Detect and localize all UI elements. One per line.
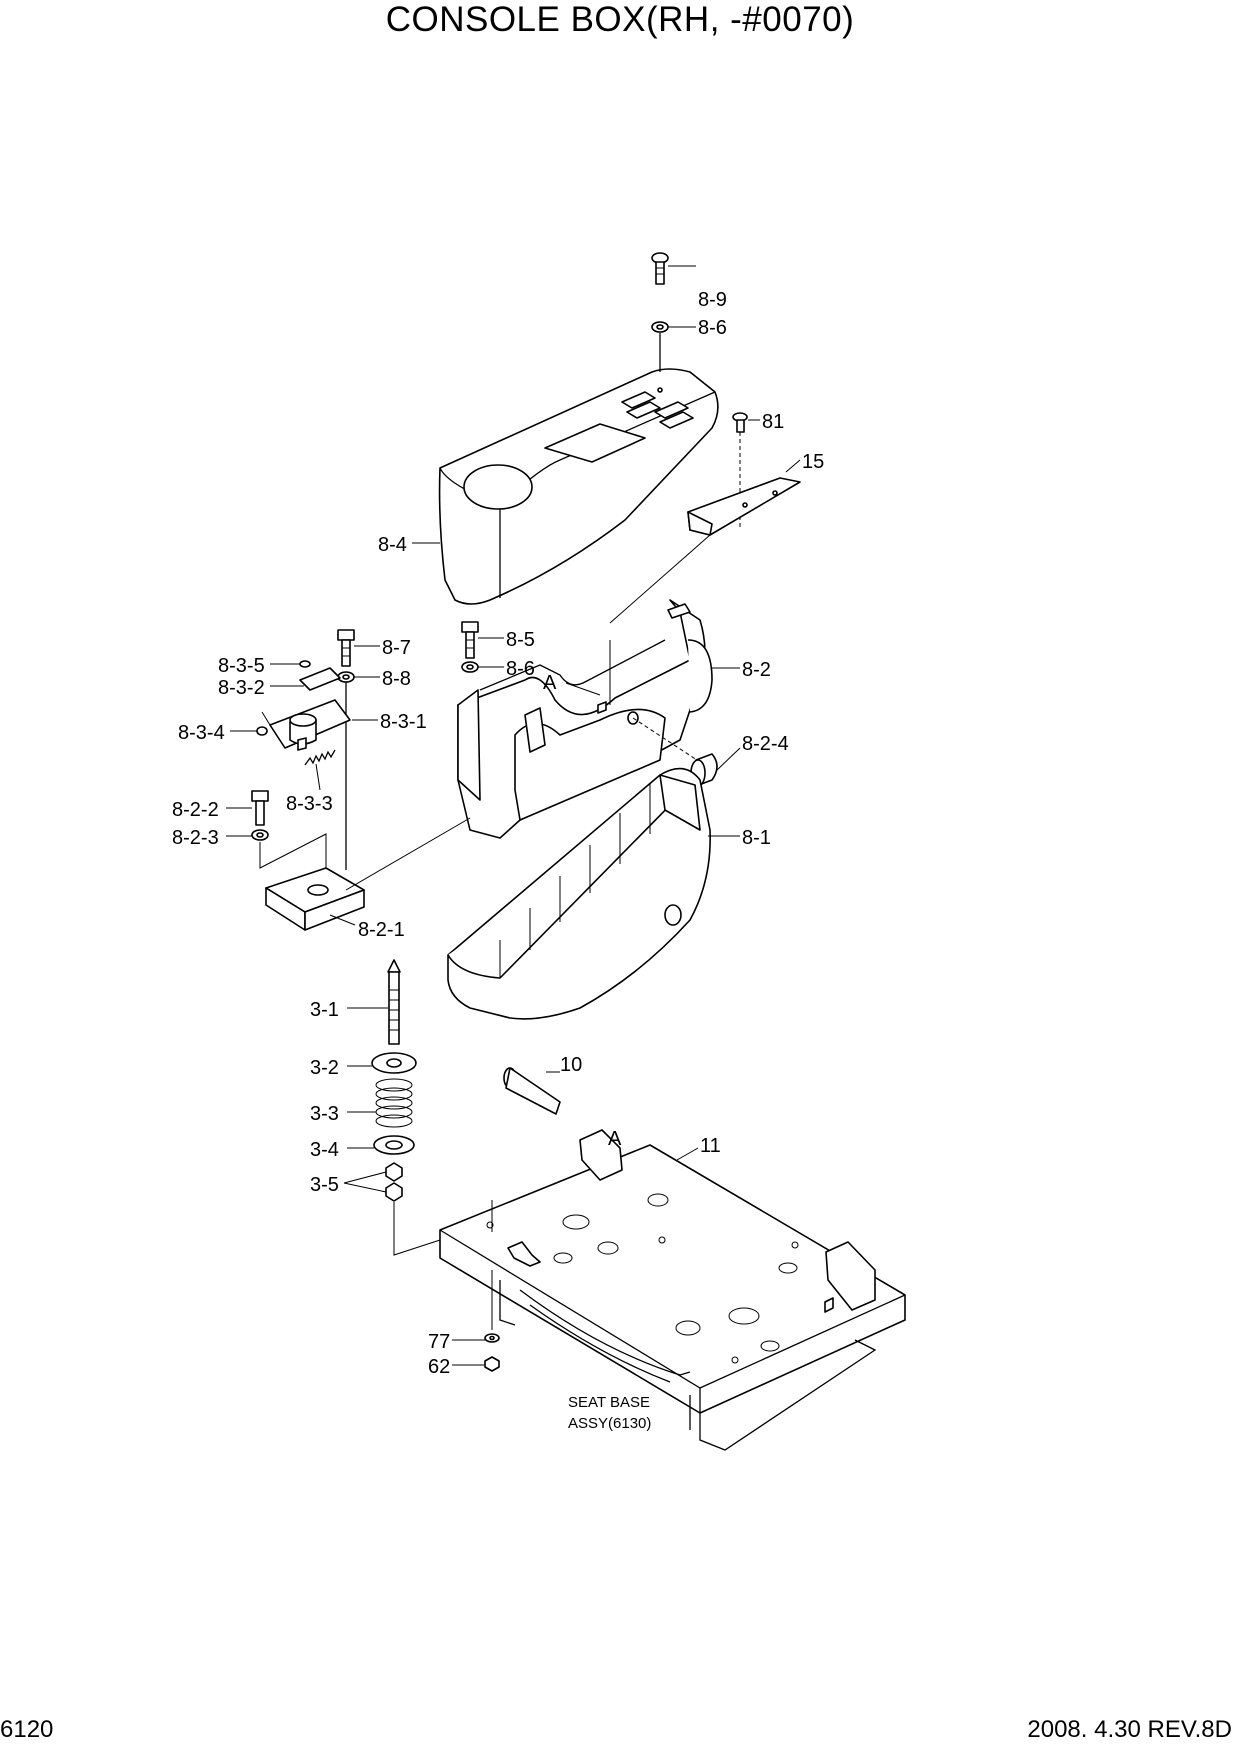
washer-77 — [484, 1333, 500, 1343]
spring-8-3-3 — [304, 749, 336, 766]
label-15: 15 — [802, 451, 824, 473]
plate-8-3-1 — [261, 699, 351, 751]
washer-3-2 — [371, 1052, 417, 1074]
label-8-9: 8-9 — [698, 289, 727, 311]
washer-8-6-mid — [461, 661, 479, 673]
pin-10 — [503, 1067, 561, 1115]
bolt-8-5 — [461, 621, 479, 659]
seat-base-note-line1: SEAT BASE — [568, 1394, 650, 1411]
label-77: 77 — [428, 1331, 450, 1353]
label-8-2-3: 8-2-3 — [172, 827, 219, 849]
label-8-2-1: 8-2-1 — [358, 919, 405, 941]
label-62: 62 — [428, 1356, 450, 1378]
plate-8-3-2 — [299, 667, 341, 691]
spring-3-3 — [375, 1078, 413, 1128]
nut-3-5-upper — [385, 1162, 403, 1182]
label-8-3-3: 8-3-3 — [286, 793, 333, 815]
console-lower-box-8-1 — [447, 767, 711, 1020]
label-8-3-5: 8-3-5 — [218, 655, 265, 677]
seat-base-note-line2: ASSY(6130) — [568, 1415, 651, 1432]
label-8-6-mid: 8-6 — [506, 658, 535, 680]
page-title: CONSOLE BOX(RH, -#0070) — [385, 0, 855, 39]
label-8-5: 8-5 — [506, 629, 535, 651]
bolt-3-1 — [387, 959, 401, 1045]
label-3-4: 3-4 — [310, 1139, 339, 1161]
nut-3-5-lower — [385, 1182, 403, 1202]
label-8-3-4: 8-3-4 — [178, 722, 225, 744]
label-8-1: 8-1 — [742, 827, 771, 849]
console-top-cover — [438, 368, 719, 605]
washer-8-2-3 — [251, 829, 269, 841]
label-8-8: 8-8 — [382, 668, 411, 690]
label-8-4: 8-4 — [378, 534, 407, 556]
label-8-2: 8-2 — [742, 659, 771, 681]
label-8-3-1: 8-3-1 — [380, 711, 427, 733]
date-revision: 2008. 4.30 REV.8D — [1027, 1716, 1232, 1743]
label-11: 11 — [700, 1135, 721, 1157]
switch-panel — [621, 391, 694, 429]
screw-8-9 — [651, 252, 669, 285]
bolt-8-2-2 — [251, 790, 269, 826]
label-10: 10 — [560, 1054, 582, 1076]
bracket-15 — [687, 477, 801, 536]
washer-3-4 — [373, 1135, 415, 1155]
inner-frame-8-2 — [457, 599, 713, 839]
label-3-1: 3-1 — [310, 999, 339, 1021]
seat-base-assy — [439, 1129, 906, 1451]
pin-8-3-5 — [299, 660, 311, 668]
label-3-3: 3-3 — [310, 1103, 339, 1125]
label-8-6-top: 8-6 — [698, 317, 727, 339]
washer-8-8 — [337, 671, 355, 683]
label-3-2: 3-2 — [310, 1057, 339, 1079]
washer-8-6-top — [651, 321, 669, 333]
nut-62 — [484, 1356, 500, 1372]
label-3-5: 3-5 — [310, 1174, 339, 1196]
label-8-2-4: 8-2-4 — [742, 733, 789, 755]
page-number: 6120 — [0, 1716, 54, 1743]
bolt-8-7 — [337, 629, 355, 667]
label-a-lower: A — [608, 1128, 622, 1150]
label-81: 81 — [762, 411, 784, 433]
leader-lines — [226, 265, 801, 1366]
label-8-2-2: 8-2-2 — [172, 799, 219, 821]
screw-8-3-4 — [256, 726, 268, 736]
label-8-3-2: 8-3-2 — [218, 677, 265, 699]
label-8-7: 8-7 — [382, 637, 411, 659]
label-a-upper: A — [543, 672, 557, 694]
bolt-81 — [732, 412, 748, 433]
bracket-8-2-1 — [265, 867, 365, 931]
